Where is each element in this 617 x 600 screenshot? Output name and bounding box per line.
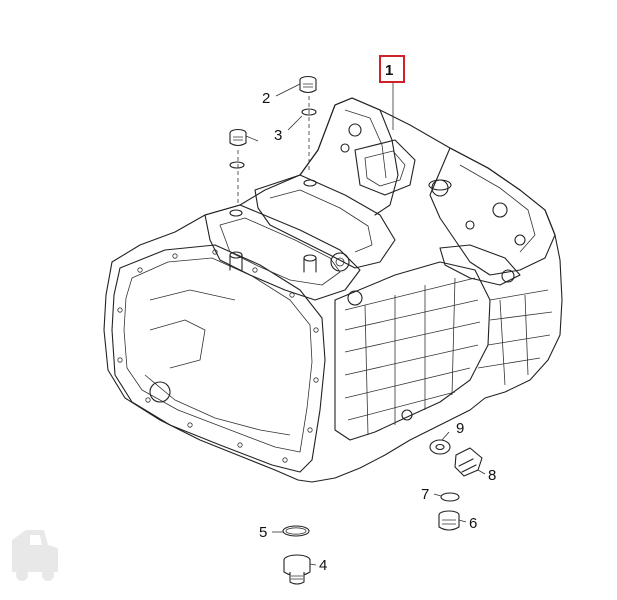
callout-2: 2 [262,90,270,107]
leader-lines [245,82,486,566]
plug-part-3 [229,128,247,205]
tow-truck-icon [12,530,58,581]
callout-5: 5 [259,524,267,541]
drain-plug-part-8 [454,447,483,477]
drain-plug-part-4 [283,554,311,585]
callout-1: 1 [385,62,393,79]
callout-3: 3 [274,127,282,144]
callout-9: 9 [456,420,464,437]
plug-part-6 [438,510,460,531]
transmission-housing [103,97,563,483]
plug-part-2 [299,75,317,170]
callout-8: 8 [488,467,496,484]
o-ring-part-7 [440,492,460,502]
highlight-box [379,55,405,83]
callout-6: 6 [469,515,477,532]
callout-7: 7 [421,486,429,503]
o-ring-part-5 [282,525,310,537]
callout-4: 4 [319,557,327,574]
seal-ring-part-9 [429,439,451,455]
